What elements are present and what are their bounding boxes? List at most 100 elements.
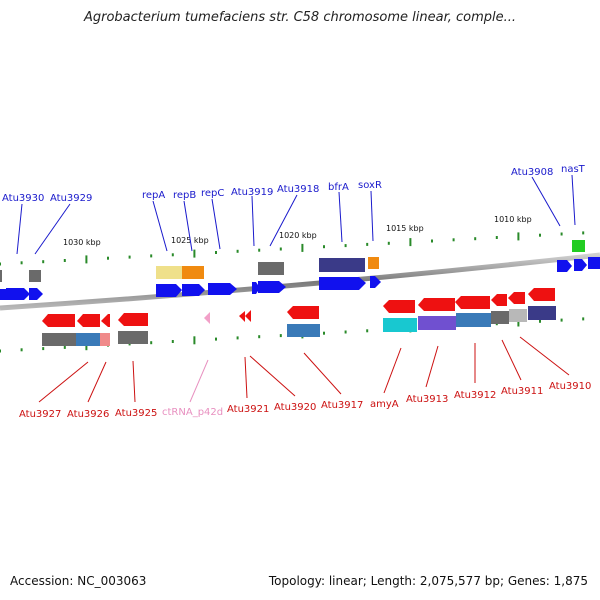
gene-arrow [319,277,366,290]
gene-label-atu3910: Atu3910 [549,381,591,392]
rna-arrow [204,312,210,324]
scale-tick [42,347,45,351]
scale-tick [258,335,261,339]
gene-arrow [383,300,415,313]
topology-text: Topology: linear; Length: 2,075,577 bp; … [268,574,588,588]
scale-tick [279,247,282,251]
domain-box [118,331,148,344]
gene-arrow [528,288,555,301]
gene-label-nast: nasT [561,164,586,175]
domain-box [0,270,2,282]
scale-tick [366,242,369,246]
chromosome-backbone [0,252,600,311]
scale-tick [344,330,347,334]
gene-arrow [574,259,587,271]
scale-tick [150,341,153,345]
scale-tick [560,318,563,322]
scale-tick [0,349,1,353]
gene-arrow [77,314,100,327]
gene-arrow [182,284,205,296]
scale-tick [582,231,585,235]
gene-arrow [118,313,148,326]
scale-tick [495,236,498,239]
reverse-genes [42,288,556,346]
scale-tick [366,329,369,333]
scale-tick [409,238,412,247]
scale-tick [42,260,45,264]
scale-tick [171,340,174,343]
gene-label-repb: repB [173,190,196,201]
domain-box [319,258,365,272]
gene-label-repa: repA [142,190,165,201]
gene-label-ctrna-p42d: ctRNA_p42d [162,407,223,418]
scale-tick [431,239,433,243]
gene-arrow [370,276,381,288]
domain-box [287,324,320,337]
scale-tick [215,337,217,341]
gene-arrow [245,310,251,322]
domain-box [368,257,379,269]
domain-box [383,318,417,332]
scale-tick [387,241,390,245]
scale-label-1030: 1030 kbp [63,238,101,247]
scale-label-1020: 1020 kbp [279,231,317,240]
gene-label-atu3912: Atu3912 [454,390,496,401]
scale-tick [539,319,541,323]
scale-tick [85,342,88,351]
gene-arrow [455,296,490,309]
domain-box [456,313,491,327]
gene-arrow [101,314,110,327]
scale-labels: 1030 kbp 1025 kbp 1020 kbp 1015 kbp 1010… [63,215,532,247]
scale-label-1010: 1010 kbp [494,215,532,224]
gene-label-atu3927: Atu3927 [19,409,61,420]
gene-arrow [156,284,182,297]
domain-box [29,270,41,282]
leader-lines [16,174,576,403]
domain-box [76,333,100,346]
scale-tick [150,254,153,258]
domain-box [42,333,76,346]
scale-tick [107,256,109,260]
gene-label-repc: repC [201,188,224,199]
scale-tick [323,331,325,335]
domain-box [509,309,527,322]
gene-label-atu3929: Atu3929 [50,193,92,204]
scale-tick [474,237,477,241]
gene-arrow [208,283,237,295]
gene-label-atu3913: Atu3913 [406,394,448,405]
scale-tick [171,253,174,257]
scale-tick [236,249,239,253]
scale-tick [128,255,131,259]
bottom-gene-labels: Atu3927 Atu3926 Atu3925 ctRNA_p42d Atu39… [19,381,591,420]
domain-box [491,311,509,324]
scale-tick [63,259,66,262]
gene-label-atu3911: Atu3911 [501,386,543,397]
domain-box [258,262,284,275]
domain-box [572,240,585,252]
scale-tick [517,318,520,327]
scale-tick [20,261,23,265]
scale-tick [63,345,66,349]
scale-tick [582,317,585,321]
scale-tick [85,255,88,264]
scale-tick [236,336,239,340]
domain-box [156,266,182,279]
scale-tick [20,348,23,352]
gene-arrow [6,288,30,300]
gene-label-amya: amyA [370,399,399,410]
scale-label-1015: 1015 kbp [386,224,424,233]
gene-label-bfra: bfrA [328,182,349,193]
scale-tick [517,232,520,241]
gene-label-atu3926: Atu3926 [67,409,109,420]
scale-tick [258,248,261,252]
gene-arrow [508,292,525,304]
scale-tick [279,334,282,338]
scale-tick [560,232,563,236]
gene-label-atu3917: Atu3917 [321,400,363,411]
scale-tick [323,245,325,249]
gene-arrow [491,294,507,306]
gene-arrow [258,281,286,293]
scale-tick [0,262,1,266]
gene-arrow [588,257,600,269]
